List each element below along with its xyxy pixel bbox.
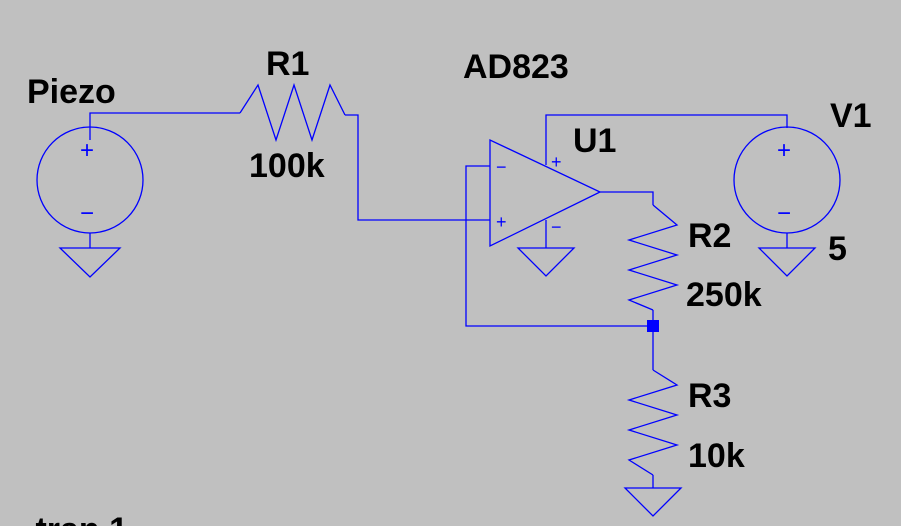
v1-value-label: 5	[828, 230, 847, 268]
wire-r1-opamp-plus[interactable]	[345, 114, 490, 221]
opamp-vminus-sign: −	[551, 217, 562, 237]
r3-value-label: 10k	[688, 437, 745, 475]
u1-name-label: U1	[573, 122, 616, 160]
sim-directive[interactable]: .tran 1	[26, 511, 128, 526]
wire-output-r2[interactable]	[600, 191, 654, 205]
r3-ground-icon	[623, 487, 683, 517]
piezo-label: Piezo	[27, 73, 116, 111]
opamp-inverting-sign: −	[496, 157, 507, 177]
r3-name-label: R3	[688, 377, 731, 415]
r3-resistor[interactable]	[626, 369, 680, 476]
v1-minus-sign: −	[777, 200, 791, 227]
wire-piezo-r1[interactable]	[89, 112, 240, 140]
r1-resistor[interactable]	[239, 82, 346, 143]
opamp-u1[interactable]: − + + −	[489, 138, 602, 277]
piezo-plus-sign: +	[80, 137, 94, 164]
piezo-source[interactable]: + −	[36, 126, 144, 278]
r2-value-label: 250k	[686, 276, 762, 314]
v1-name-label: V1	[830, 97, 872, 135]
u1-model-label: AD823	[463, 48, 569, 86]
junction-dot[interactable]	[647, 320, 659, 332]
v1-plus-sign: +	[777, 137, 791, 164]
v1-ground-icon	[757, 247, 817, 277]
piezo-minus-sign: −	[80, 200, 94, 227]
r2-resistor[interactable]	[626, 204, 680, 311]
opamp-noninverting-sign: +	[496, 212, 507, 232]
r1-value-label: 100k	[249, 147, 325, 185]
opamp-triangle[interactable]	[489, 138, 602, 248]
wire-v1-supply[interactable]	[545, 114, 788, 165]
r2-name-label: R2	[688, 217, 731, 255]
wire-feedback[interactable]	[465, 165, 653, 327]
v1-source[interactable]: + −	[733, 126, 841, 277]
piezo-ground-icon	[58, 247, 122, 278]
opamp-ground-icon	[516, 247, 576, 277]
opamp-vplus-sign: +	[551, 152, 562, 172]
r1-name-label: R1	[266, 45, 309, 83]
